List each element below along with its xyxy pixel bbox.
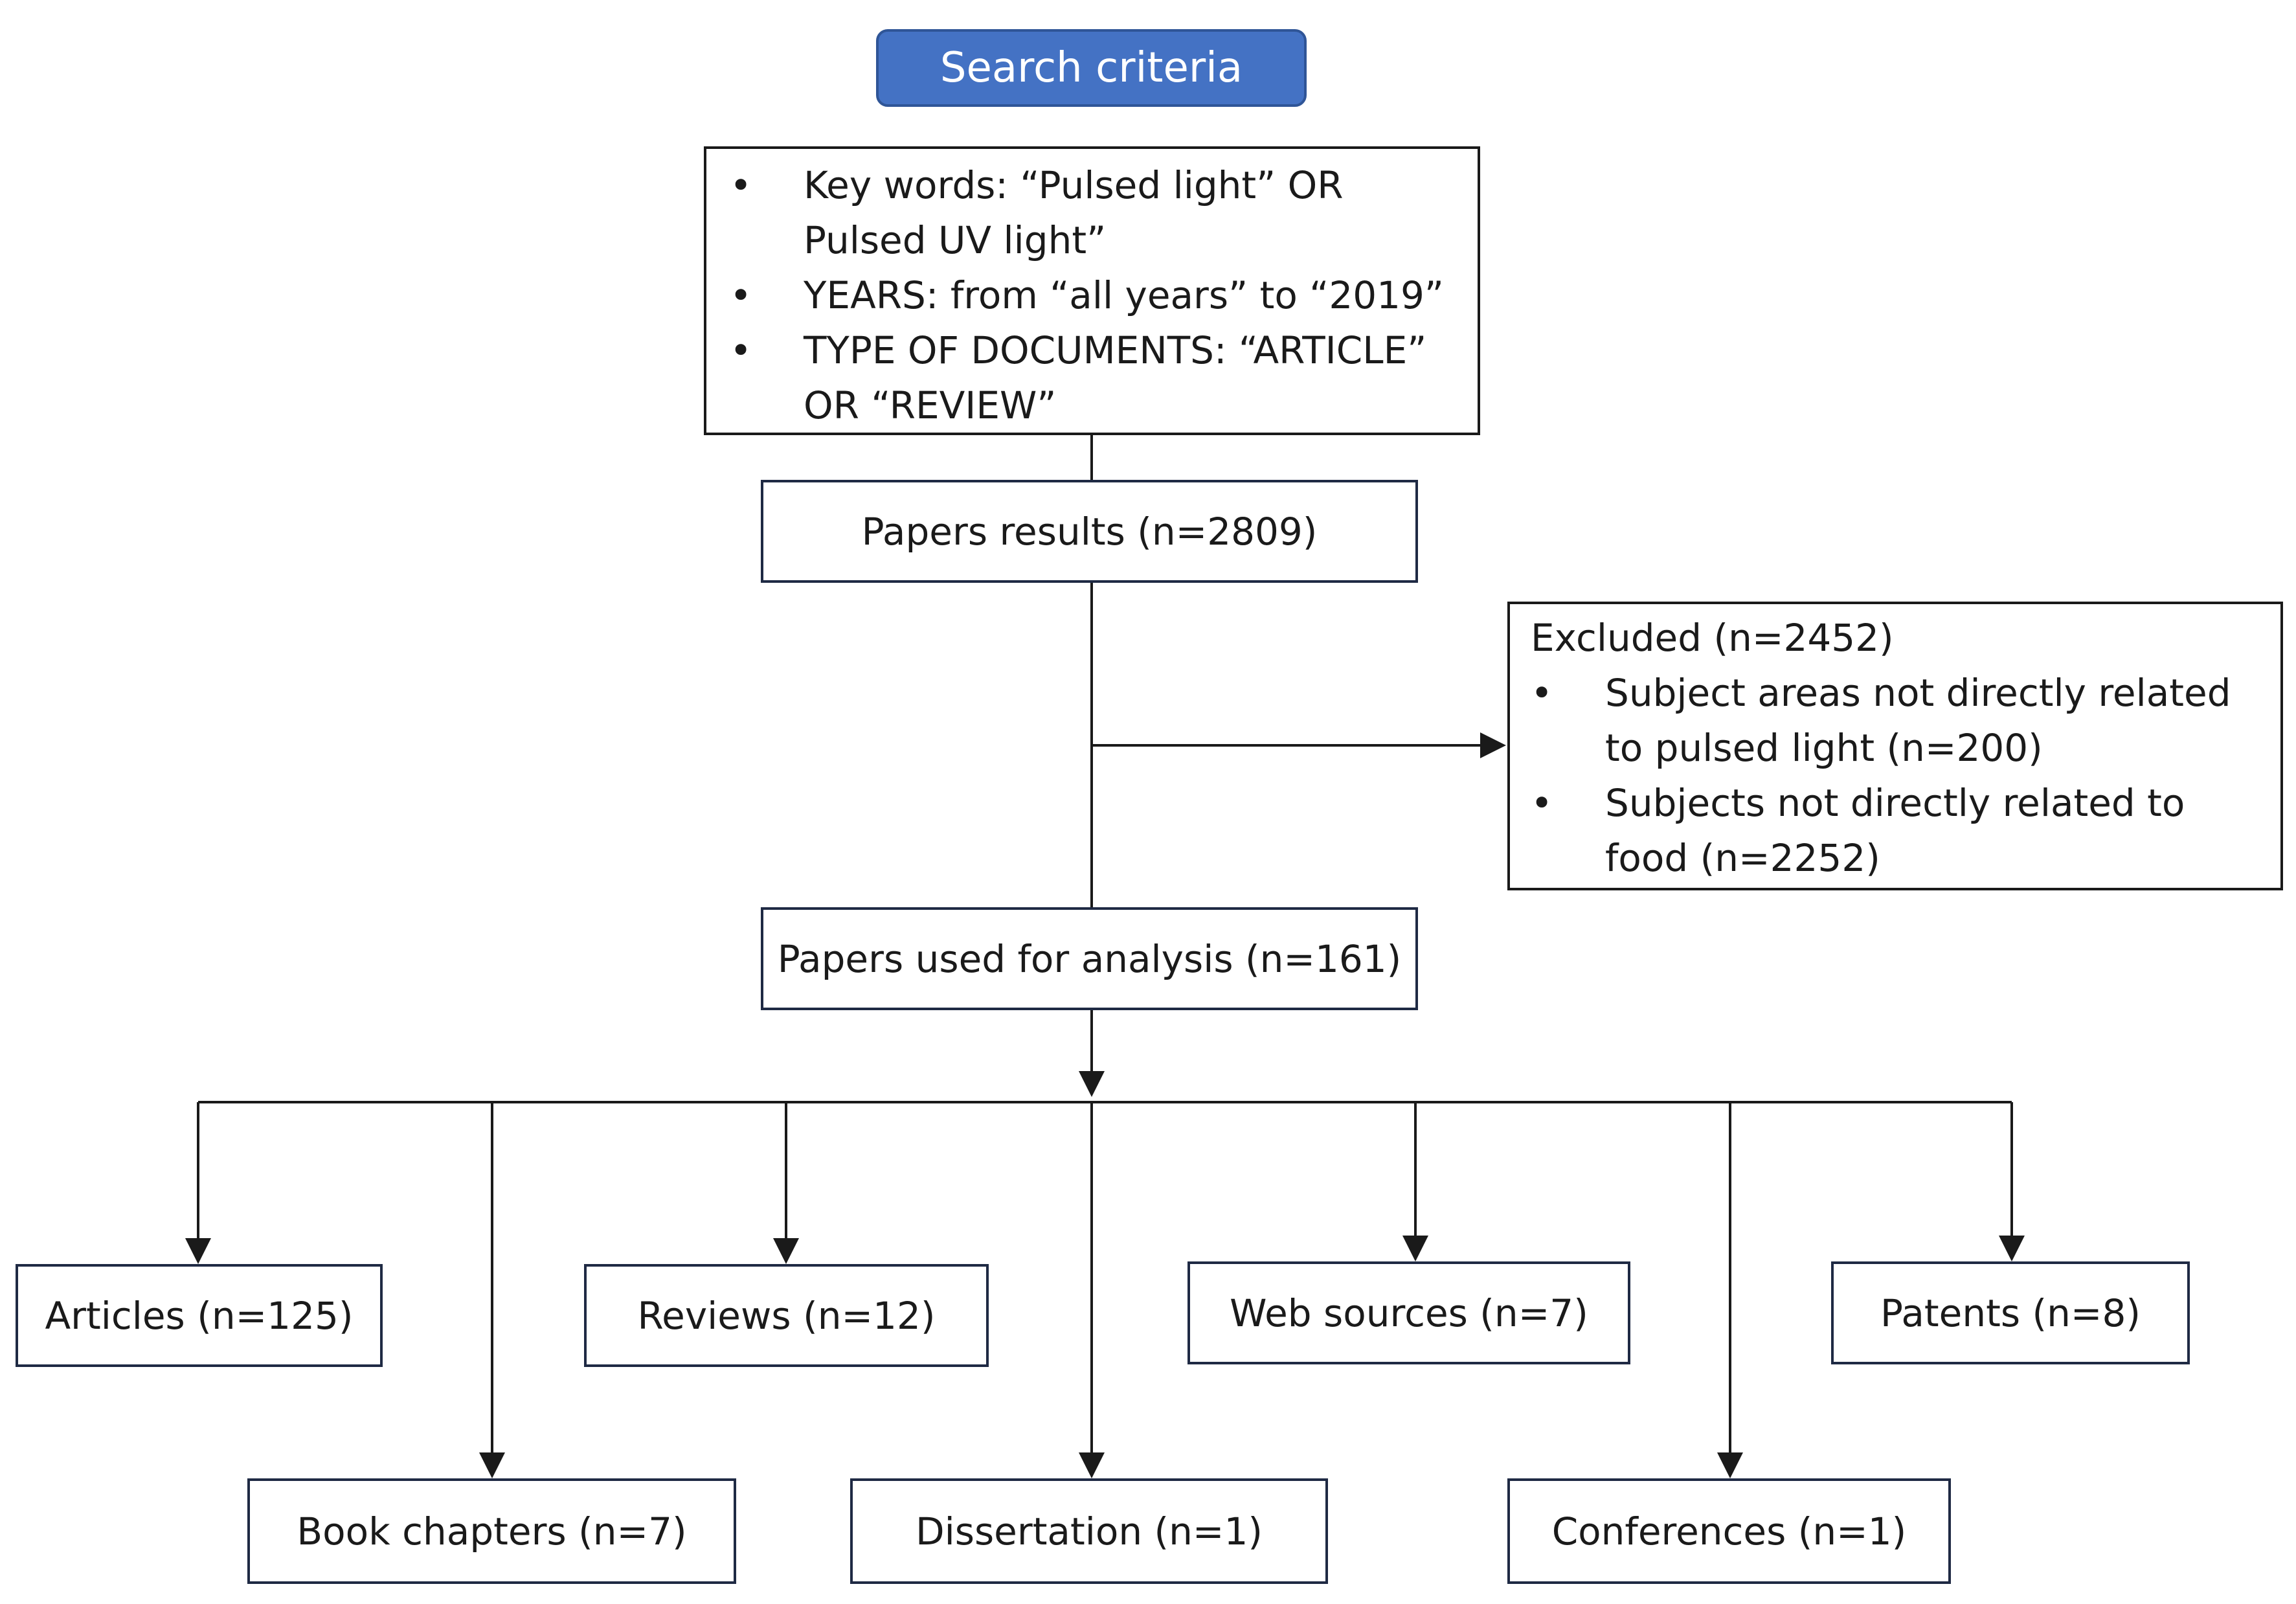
excluded-box: Excluded (n=2452) Subject areas not dire… (1507, 602, 2283, 890)
patents-label: Patents (n=8) (1880, 1291, 2141, 1335)
conferences-box: Conferences (n=1) (1507, 1478, 1951, 1584)
book-chapters-box: Book chapters (n=7) (247, 1478, 736, 1584)
web-sources-label: Web sources (n=7) (1230, 1291, 1588, 1335)
excluded-item-subject-areas: Subject areas not directly related to pu… (1531, 666, 2268, 776)
criteria-list: Key words: “Pulsed light” OR Pulsed UV l… (706, 158, 1465, 433)
papers-results-label: Papers results (n=2809) (861, 509, 1318, 554)
web-sources-box: Web sources (n=7) (1187, 1261, 1630, 1364)
reviews-label: Reviews (n=12) (637, 1293, 936, 1338)
papers-used-box: Papers used for analysis (n=161) (761, 907, 1418, 1010)
papers-used-label: Papers used for analysis (n=161) (777, 936, 1402, 981)
papers-results-box: Papers results (n=2809) (761, 480, 1418, 583)
criteria-item-keywords: Key words: “Pulsed light” OR Pulsed UV l… (706, 158, 1465, 268)
criteria-item-years: YEARS: from “all years” to “2019” (706, 268, 1465, 323)
patents-box: Patents (n=8) (1831, 1261, 2190, 1364)
excluded-item-subjects-food: Subjects not directly related to food (n… (1531, 776, 2268, 886)
articles-box: Articles (n=125) (16, 1264, 383, 1367)
search-criteria-header: Search criteria (876, 29, 1307, 107)
criteria-box: Key words: “Pulsed light” OR Pulsed UV l… (704, 146, 1480, 435)
articles-label: Articles (n=125) (45, 1293, 354, 1338)
dissertation-box: Dissertation (n=1) (850, 1478, 1328, 1584)
reviews-box: Reviews (n=12) (584, 1264, 989, 1367)
conferences-label: Conferences (n=1) (1551, 1509, 1907, 1553)
excluded-title: Excluded (n=2452) (1531, 616, 1894, 660)
criteria-item-document-types: TYPE OF DOCUMENTS: “ARTICLE” OR “REVIEW” (706, 323, 1465, 433)
book-chapters-label: Book chapters (n=7) (297, 1509, 687, 1553)
excluded-list: Subject areas not directly related to pu… (1531, 666, 2268, 886)
dissertation-label: Dissertation (n=1) (915, 1509, 1263, 1553)
search-criteria-title: Search criteria (940, 44, 1243, 92)
